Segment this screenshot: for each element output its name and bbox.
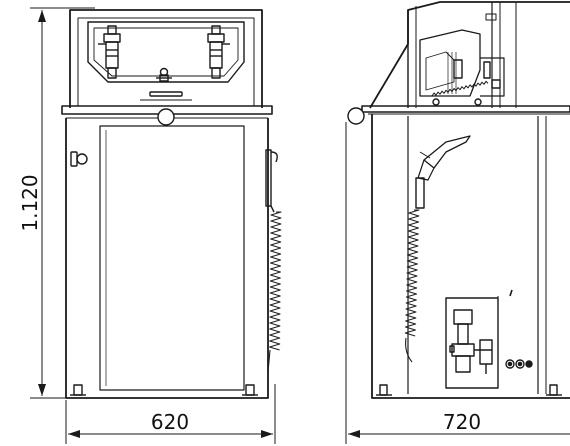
front-air-hose-coil xyxy=(269,211,282,351)
side-knob xyxy=(347,107,365,125)
hood-handle xyxy=(149,91,183,97)
hood-window xyxy=(87,21,245,83)
side-feet xyxy=(376,384,562,396)
front-hood xyxy=(69,9,263,108)
saw-mechanism xyxy=(419,13,505,97)
side-table-top xyxy=(361,105,570,113)
side-air-hose-coil xyxy=(404,209,420,337)
height-dimension: 1.120 xyxy=(18,7,95,399)
left-clamp-cylinder xyxy=(98,25,121,79)
side-hood xyxy=(369,1,570,109)
center-valve xyxy=(156,67,172,82)
side-depth-label: 720 xyxy=(443,410,481,434)
height-label: 1.120 xyxy=(18,174,42,231)
side-cabinet xyxy=(371,114,570,399)
front-cabinet-door xyxy=(99,125,245,391)
side-view xyxy=(345,1,570,444)
front-air-hose-gun xyxy=(265,149,278,213)
right-clamp-cylinder xyxy=(207,25,230,79)
pressure-gauge-icons xyxy=(505,359,533,369)
door-latch-icon xyxy=(70,151,88,167)
front-cabinet xyxy=(65,118,269,399)
front-feet xyxy=(70,384,258,396)
front-width-label: 620 xyxy=(151,410,189,434)
front-knob xyxy=(157,108,175,126)
filter-regulator-unit xyxy=(445,297,499,389)
front-view xyxy=(61,9,282,444)
saw-blade-guard xyxy=(431,80,489,97)
side-air-gun xyxy=(415,135,471,209)
